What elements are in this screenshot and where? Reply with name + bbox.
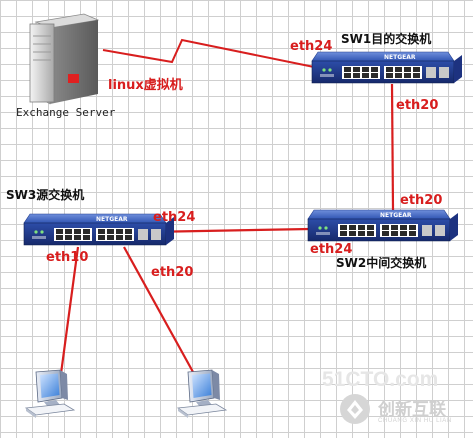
pc-2-icon	[177, 369, 227, 419]
sw2-brand: NETGEAR	[380, 212, 412, 219]
sw1-label: SW1目的交换机	[341, 32, 432, 46]
linux-vm-label: linux虚拟机	[108, 78, 183, 93]
link-sw1-sw2	[390, 83, 395, 211]
sw3-port-eth24: eth24	[153, 210, 196, 225]
sw3-label: SW3源交换机	[6, 188, 85, 202]
sw1-port-eth20: eth20	[396, 98, 439, 113]
exchange-server-icon	[29, 13, 100, 105]
sw1-brand: NETGEAR	[384, 54, 416, 61]
watermark-pinyin: CHUANG XIN HU LIAN	[378, 418, 452, 424]
link-server-sw1	[102, 38, 315, 68]
sw2-switch-icon: NETGEAR	[307, 209, 459, 242]
sw2-port-eth24: eth24	[310, 242, 353, 257]
link-sw3-pc2	[123, 246, 199, 382]
sw1-port-eth24: eth24	[290, 39, 333, 54]
watermark-brand: 创新互联	[378, 400, 446, 419]
sw2-label: SW2中间交换机	[336, 256, 427, 270]
link-sw3-sw2	[147, 227, 311, 234]
watermark-logo-icon	[340, 394, 370, 424]
sw3-port-eth10: eth10	[46, 250, 89, 265]
link-sw3-pc1	[58, 246, 80, 382]
pc-1-icon	[25, 369, 75, 419]
sw1-switch-icon: NETGEAR	[311, 51, 463, 84]
watermark-51cto: 51CTO.com	[322, 368, 439, 391]
sw3-port-eth20: eth20	[151, 265, 194, 280]
sw3-switch-icon: NETGEAR	[23, 213, 175, 246]
sw2-port-eth20: eth20	[400, 193, 443, 208]
sw3-brand: NETGEAR	[96, 216, 128, 223]
exchange-server-label: Exchange Server	[16, 106, 116, 119]
